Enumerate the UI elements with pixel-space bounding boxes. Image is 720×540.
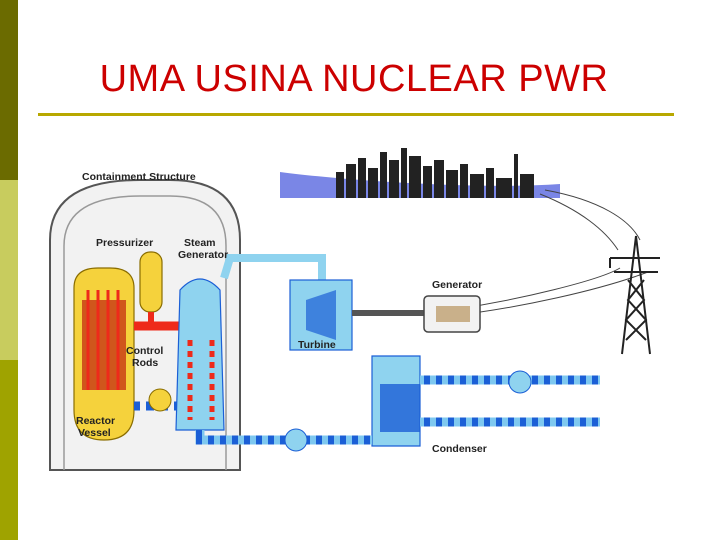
side-bar-middle — [0, 180, 18, 360]
label-generator: Generator — [432, 279, 482, 291]
label-containment: Containment Structure — [82, 171, 196, 183]
transmission-tower — [609, 235, 660, 355]
steam-generator — [175, 278, 225, 431]
label-reactor-vessel-2: Vessel — [78, 427, 111, 439]
feedwater-loop — [195, 430, 372, 445]
label-turbine: Turbine — [298, 339, 336, 351]
label-steam-generator-2: Generator — [178, 249, 228, 261]
pwr-diagram: Containment Structure Pressurizer Steam … — [49, 148, 660, 471]
label-steam-generator-1: Steam — [184, 237, 216, 249]
slide-title: UMA USINA NUCLEAR PWR — [99, 58, 609, 100]
label-control-rods-2: Rods — [132, 357, 158, 369]
reactor-pump — [148, 388, 172, 412]
label-pressurizer: Pressurizer — [96, 237, 153, 249]
city-skyline — [280, 148, 560, 198]
steam-pipe — [220, 254, 326, 280]
label-condenser: Condenser — [432, 443, 487, 455]
condenser — [371, 355, 421, 447]
side-bar-top — [0, 0, 18, 180]
generator — [423, 295, 481, 333]
cooling-pump — [508, 370, 532, 394]
pressurizer — [139, 251, 163, 326]
label-control-rods-1: Control — [126, 345, 163, 357]
label-reactor-vessel-1: Reactor — [76, 415, 115, 427]
title-underline — [38, 113, 674, 116]
turbine — [289, 279, 424, 351]
side-bar-bottom — [0, 360, 18, 540]
feedwater-pump — [284, 428, 308, 452]
reactor-vessel — [73, 267, 135, 441]
